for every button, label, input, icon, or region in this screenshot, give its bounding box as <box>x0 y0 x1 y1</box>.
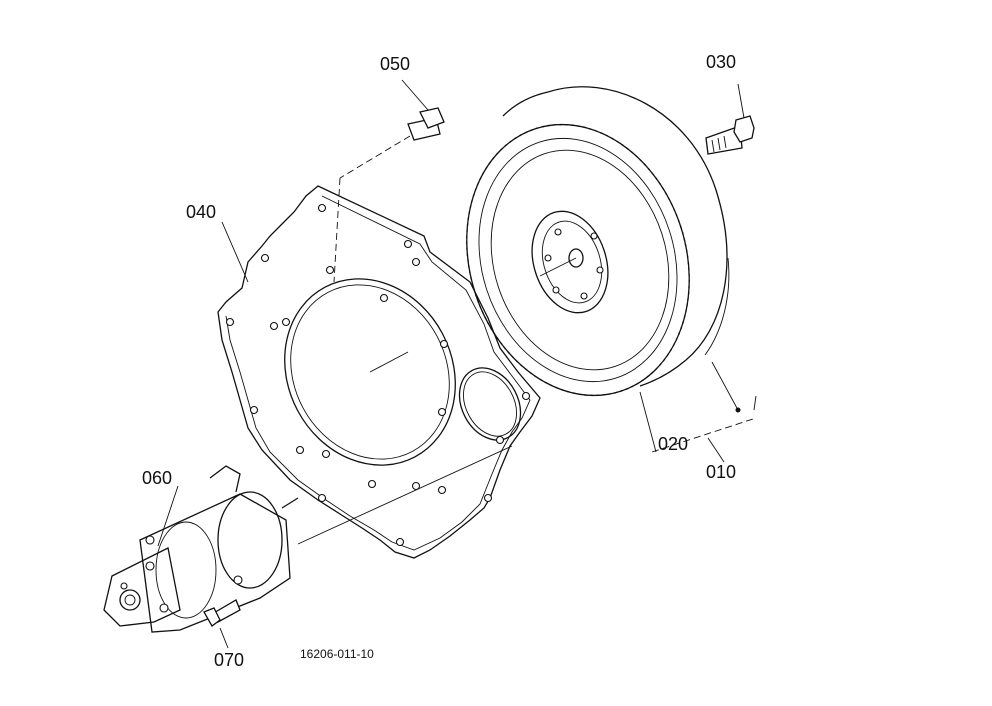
label-ring-gear: 020 <box>658 434 688 454</box>
label-starter: 060 <box>142 468 172 488</box>
plate-bolt <box>333 79 445 283</box>
label-starter-bolt: 070 <box>214 650 244 670</box>
drawing-code: 16206-011-10 <box>300 647 374 661</box>
label-flywheel-bolt: 030 <box>706 52 736 72</box>
label-flywheel-assembly: 010 <box>706 462 736 482</box>
starter-bolt <box>203 599 241 649</box>
flywheel-bolt <box>705 83 755 155</box>
starter-motor <box>103 445 513 633</box>
end-plate <box>217 185 541 559</box>
leader-lines <box>221 221 757 463</box>
flywheel <box>466 86 730 397</box>
label-plate-bolt: 050 <box>380 54 410 74</box>
label-end-plate: 040 <box>186 202 216 222</box>
